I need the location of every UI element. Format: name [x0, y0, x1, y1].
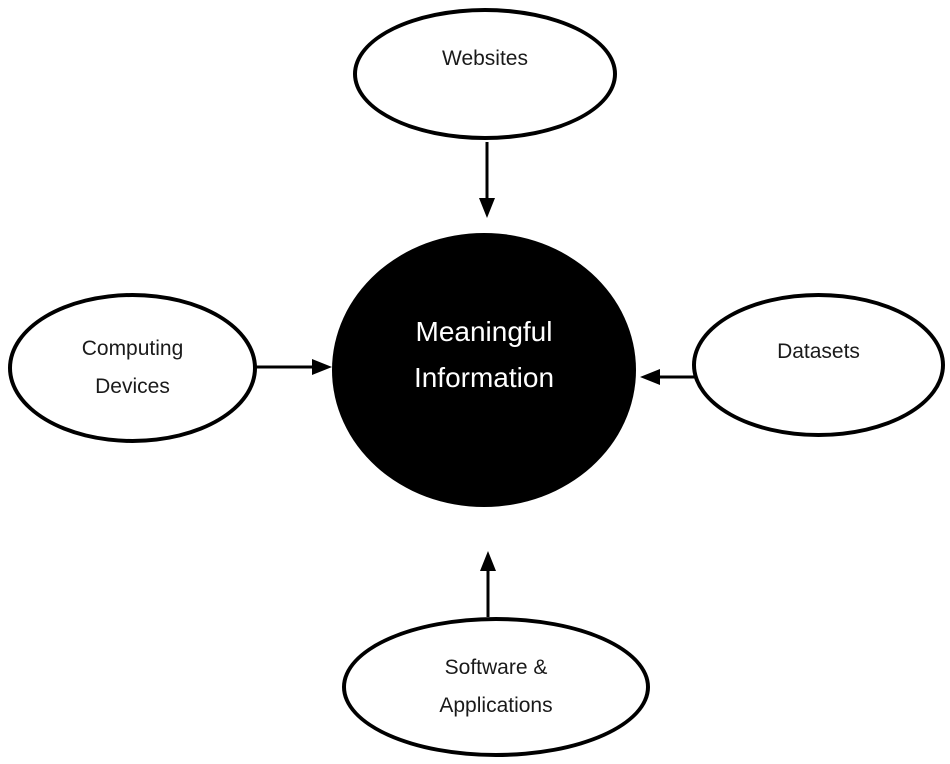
node-software-applications: Software & Applications	[342, 617, 650, 757]
node-websites: Websites	[353, 8, 617, 140]
arrow-websites-to-center-icon	[479, 142, 495, 218]
node-computing-devices-label-line1: Computing	[81, 337, 184, 361]
arrow-datasets-to-center-icon	[640, 369, 696, 385]
node-computing-devices-label-line2: Devices	[95, 375, 170, 398]
node-software-applications-label-line2: Applications	[439, 694, 553, 717]
arrow-computing-devices-to-center-icon	[256, 359, 332, 375]
node-computing-devices: Computing Devices	[8, 293, 257, 443]
center-node-label-line1: Meaningful	[415, 315, 553, 347]
center-node-meaningful-information: Meaningful Information	[332, 233, 636, 507]
node-software-applications-label-line1: Software &	[444, 656, 548, 680]
center-node-label-line2: Information	[413, 362, 555, 393]
node-datasets-label: Datasets	[777, 340, 860, 364]
arrow-software-applications-to-center-icon	[480, 551, 496, 617]
node-datasets: Datasets	[692, 293, 945, 437]
node-websites-label: Websites	[442, 47, 528, 71]
